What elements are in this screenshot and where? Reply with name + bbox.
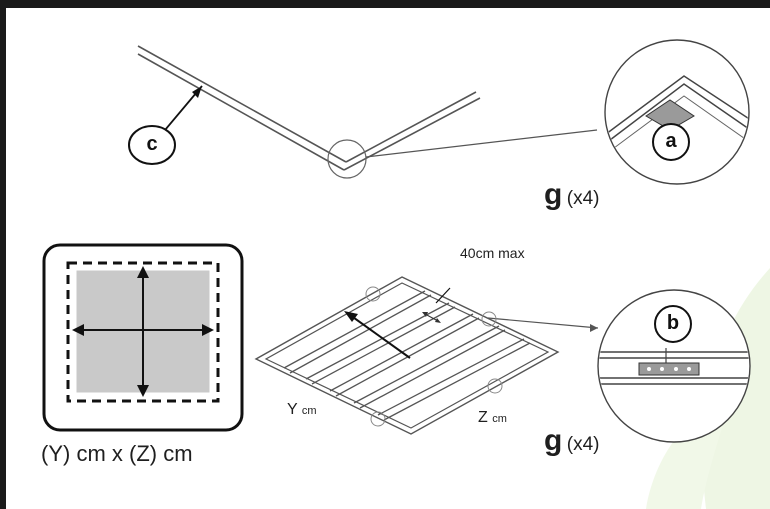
callout-a-circle [652, 123, 690, 161]
corner-marker [481, 311, 497, 327]
callout-a-label: a [665, 130, 677, 152]
callout-c-circle [128, 125, 176, 165]
floor-plan-diagram [42, 243, 244, 432]
floor-size-formula: (Y) cm x (Z) cm [41, 441, 193, 466]
bracket-count: (x4) [566, 188, 600, 209]
callout-b-label: b [666, 312, 680, 334]
spacing-arrow [349, 314, 411, 359]
z-unit: cm [492, 413, 507, 425]
rail-right [343, 91, 481, 171]
bracket-count: (x4) [566, 434, 600, 455]
corner-highlight-circle [327, 139, 367, 179]
y-unit: cm [301, 405, 317, 417]
z-dimension-label: Z cm [478, 409, 507, 427]
floor-frame-isometric [254, 276, 560, 435]
z-label: Z [478, 409, 488, 426]
rail-left [137, 45, 347, 171]
corner-marker [365, 286, 381, 302]
corner-marker [370, 411, 386, 427]
floor-joists [283, 290, 531, 421]
callout-b-circle [654, 305, 692, 343]
step1-frame-drawing [128, 39, 751, 443]
max-spacing-label: 40cm max [460, 245, 525, 261]
arrow-head [192, 86, 202, 98]
step2-bracket-quantity: g (x4) [544, 426, 600, 456]
zoom-leader-line [487, 317, 599, 329]
bracket-letter: g [544, 178, 563, 211]
assembly-instructions-page: c a b g (x4) 40cm max Y cm Z cm g (x4) (… [6, 8, 770, 509]
y-dimension-label: Y cm [287, 401, 317, 419]
joint-bracket [638, 362, 700, 376]
bracket-letter: g [544, 424, 563, 457]
zoom-leader-line [365, 129, 598, 158]
callout-c-label: c [146, 133, 158, 155]
y-label: Y [287, 401, 298, 418]
corner-marker [487, 378, 503, 394]
max-label-leader [435, 287, 451, 304]
step1-bracket-quantity: g (x4) [544, 180, 600, 210]
outer-dashed-outline [66, 261, 220, 403]
